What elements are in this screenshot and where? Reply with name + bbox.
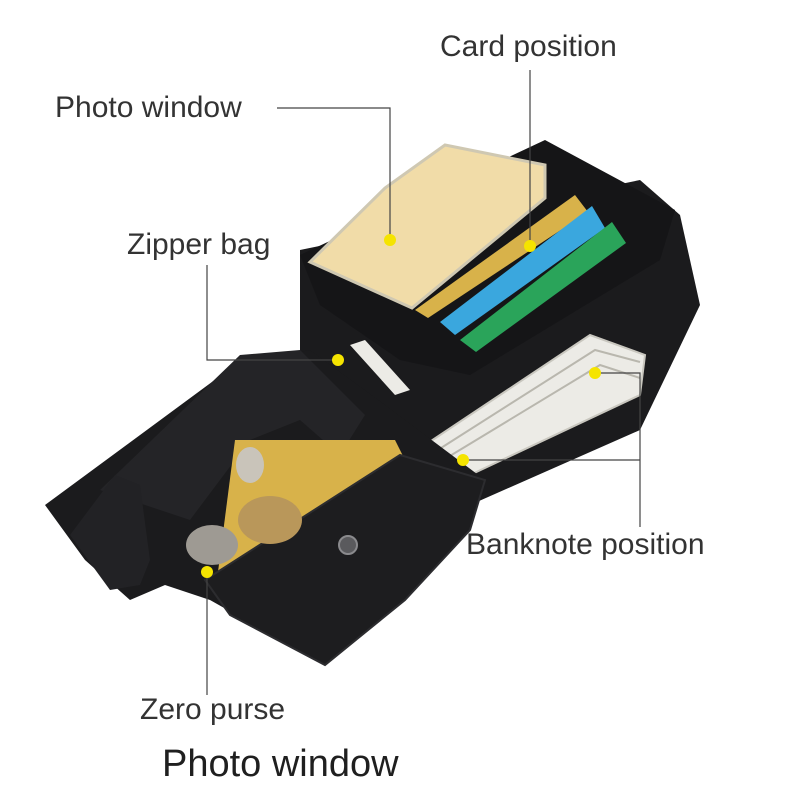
label-photo-window: Photo window	[55, 91, 242, 124]
marker-zero-purse	[201, 566, 213, 578]
coin	[238, 496, 302, 544]
label-zero-purse: Zero purse	[140, 693, 286, 726]
card-green	[460, 222, 626, 352]
banknote-edge	[434, 363, 641, 466]
loose-banknote	[350, 340, 410, 395]
strap-tab	[70, 475, 150, 590]
marker-photo-window	[384, 234, 396, 246]
caption: Photo window	[162, 743, 399, 785]
banknote-edge	[429, 348, 641, 456]
coin-flap	[100, 350, 365, 520]
marker-banknote-upper	[589, 367, 601, 379]
snap-button	[338, 535, 358, 555]
leader-line	[595, 372, 641, 527]
marker-card-position	[524, 240, 536, 252]
label-card-position: Card position	[440, 30, 617, 63]
card-slot-panel	[300, 140, 675, 375]
marker-zipper-bag	[332, 354, 344, 366]
marker-banknote-lower	[457, 454, 469, 466]
photo-window	[307, 143, 547, 310]
label-zipper-bag: Zipper bag	[127, 228, 271, 261]
coin	[186, 525, 238, 565]
card-blue	[440, 206, 605, 335]
label-banknote-position: Banknote position	[466, 528, 705, 561]
coin	[236, 447, 264, 483]
leader-line	[277, 107, 391, 240]
card-gold	[415, 195, 588, 318]
coin-pocket-front	[203, 453, 487, 667]
leader-line	[206, 265, 338, 361]
